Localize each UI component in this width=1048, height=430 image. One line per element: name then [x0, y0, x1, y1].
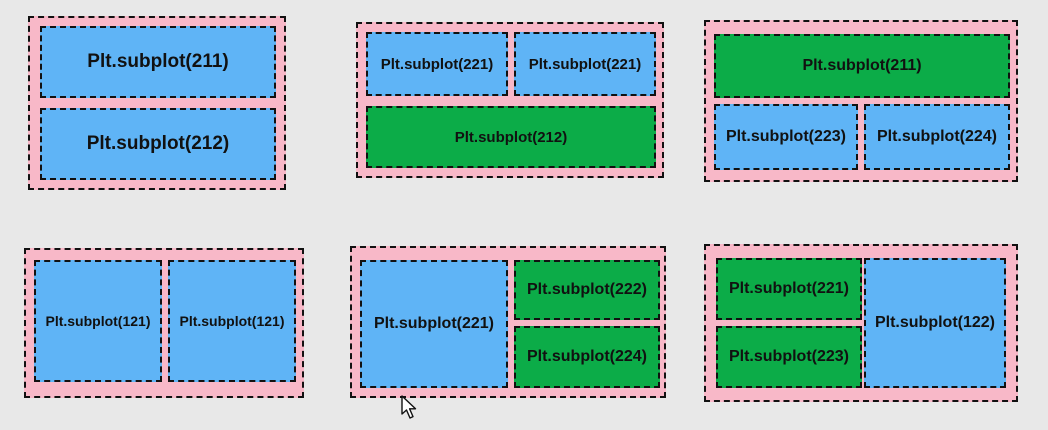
subplot-panel: Plt.subplot(224) [514, 326, 660, 388]
mouse-pointer-icon [401, 395, 417, 419]
subplot-panel: Plt.subplot(224) [864, 104, 1010, 170]
subplot-panel: Plt.subplot(211) [714, 34, 1010, 98]
figure-2: Plt.subplot(221) Plt.subplot(221) Plt.su… [356, 22, 664, 178]
subplot-panel: Plt.subplot(222) [514, 260, 660, 320]
figure-4: Plt.subplot(121) Plt.subplot(121) [24, 248, 304, 398]
subplot-panel: Plt.subplot(122) [864, 258, 1006, 388]
subplot-panel: Plt.subplot(121) [168, 260, 296, 382]
subplot-panel: Plt.subplot(221) [366, 32, 508, 96]
figure-5: Plt.subplot(221) Plt.subplot(222) Plt.su… [350, 246, 666, 398]
subplot-panel: Plt.subplot(223) [716, 326, 862, 388]
subplot-panel: Plt.subplot(212) [366, 106, 656, 168]
subplot-panel: Plt.subplot(121) [34, 260, 162, 382]
subplot-panel: Plt.subplot(211) [40, 26, 276, 98]
subplot-panel: Plt.subplot(212) [40, 108, 276, 180]
figure-6: Plt.subplot(221) Plt.subplot(223) Plt.su… [704, 244, 1018, 402]
subplot-panel: Plt.subplot(221) [514, 32, 656, 96]
subplot-panel: Plt.subplot(221) [716, 258, 862, 320]
figure-3: Plt.subplot(211) Plt.subplot(223) Plt.su… [704, 20, 1018, 182]
subplot-panel: Plt.subplot(221) [360, 260, 508, 388]
figure-1: Plt.subplot(211) Plt.subplot(212) [28, 16, 286, 190]
subplot-panel: Plt.subplot(223) [714, 104, 858, 170]
